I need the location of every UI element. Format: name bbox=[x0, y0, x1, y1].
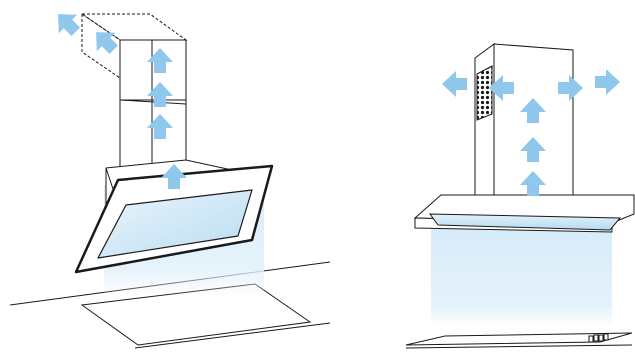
arrow-diag-2 bbox=[49, 5, 85, 41]
angled-glass-hood bbox=[10, 5, 330, 348]
recirculation-grille bbox=[477, 66, 492, 120]
arrow-diag-1 bbox=[87, 23, 123, 59]
arrow-right-2 bbox=[595, 69, 620, 95]
right-air-column bbox=[431, 226, 612, 326]
arrow-left-1 bbox=[442, 71, 467, 97]
chimney-hood bbox=[406, 44, 634, 348]
